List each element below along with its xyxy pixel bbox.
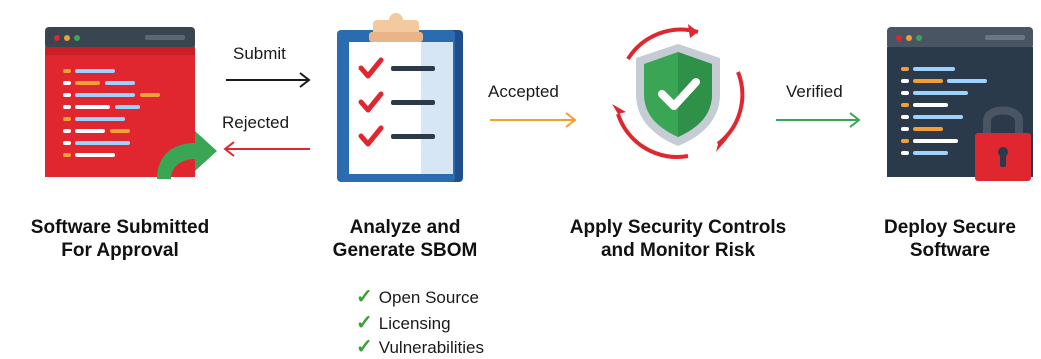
step-3-title-line2: and Monitor Risk — [600, 240, 756, 261]
checkmark-icon: ✓ — [356, 286, 373, 308]
step-1-title-line1: Software Submitted — [30, 217, 210, 238]
verified-arrow — [776, 112, 861, 128]
submit-arrow — [226, 72, 311, 88]
step-4-title-line1: Deploy Secure — [884, 217, 1016, 238]
sbom-check-label: Licensing — [378, 314, 451, 333]
step-2-title-line2: Generate SBOM — [332, 240, 478, 261]
sbom-check-item: ✓ Open Source — [356, 284, 479, 309]
checkmark-icon: ✓ — [356, 336, 373, 358]
step-1-title-line2: For Approval — [61, 240, 179, 261]
rejected-label: Rejected — [222, 113, 290, 132]
sbom-check-item: ✓ Licensing — [356, 310, 451, 335]
clipboard-checklist-icon — [337, 13, 463, 182]
rejected-arrow — [223, 141, 310, 157]
step-3-title-line1: Apply Security Controls — [569, 217, 787, 238]
accepted-arrow — [490, 112, 577, 128]
code-window-submit-icon — [45, 27, 217, 179]
step-2-title-line1: Analyze and — [349, 217, 461, 238]
accepted-label: Accepted — [488, 82, 559, 101]
step-4-title: Deploy Secure Software — [860, 216, 1040, 262]
sbom-check-item: ✓ Vulnerabilities — [356, 334, 484, 359]
verified-label: Verified — [786, 82, 843, 101]
step-3-title: Apply Security Controls and Monitor Risk — [548, 216, 808, 262]
checkmark-icon: ✓ — [356, 312, 373, 334]
step-1-title: Software Submitted For Approval — [0, 216, 240, 262]
step-2-title: Analyze and Generate SBOM — [290, 216, 520, 262]
sbom-check-label: Open Source — [378, 288, 479, 307]
step-4-title-line2: Software — [909, 240, 991, 261]
submit-label: Submit — [233, 44, 286, 63]
sbom-check-label: Vulnerabilities — [378, 338, 484, 357]
code-window-lock-icon — [887, 27, 1033, 181]
shield-check-cycle-icon — [612, 24, 745, 159]
